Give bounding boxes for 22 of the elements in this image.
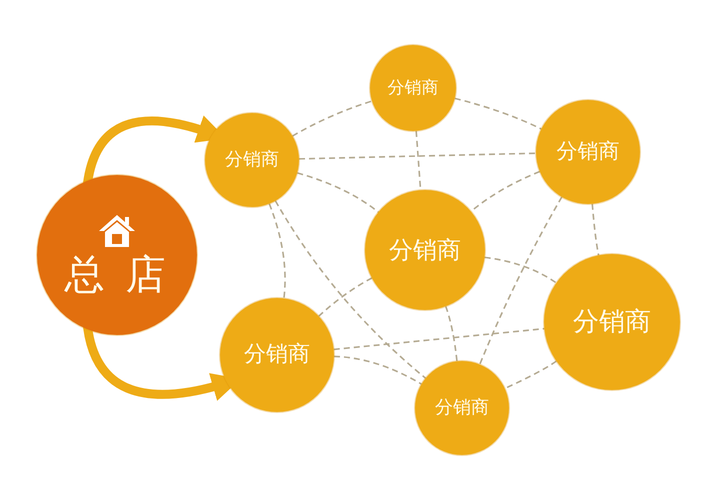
dashed-connector [484, 256, 557, 284]
node-label: 分销商 [435, 398, 489, 418]
dashed-connector [591, 204, 600, 256]
dashed-connector [292, 100, 372, 137]
dashed-connector [274, 200, 426, 379]
dashed-connector [334, 328, 544, 350]
dashed-connector [454, 98, 542, 130]
node-label: 分销商 [556, 140, 620, 164]
dashed-connector [504, 360, 557, 390]
dashed-connector [334, 356, 422, 385]
node-label: 分销商 [225, 150, 279, 170]
dashed-connector [444, 306, 458, 362]
dashed-connector [296, 172, 379, 213]
node-label: 分销商 [389, 236, 461, 264]
node-label: 分销商 [244, 342, 310, 368]
dashed-connector [479, 196, 563, 365]
dashed-connector [298, 152, 536, 160]
node-label: 分销商 [573, 308, 651, 336]
node-label: 分销商 [388, 78, 438, 98]
node-label: 总 店 [64, 253, 170, 297]
dashed-connector [268, 203, 286, 298]
dashed-connector [318, 277, 372, 317]
